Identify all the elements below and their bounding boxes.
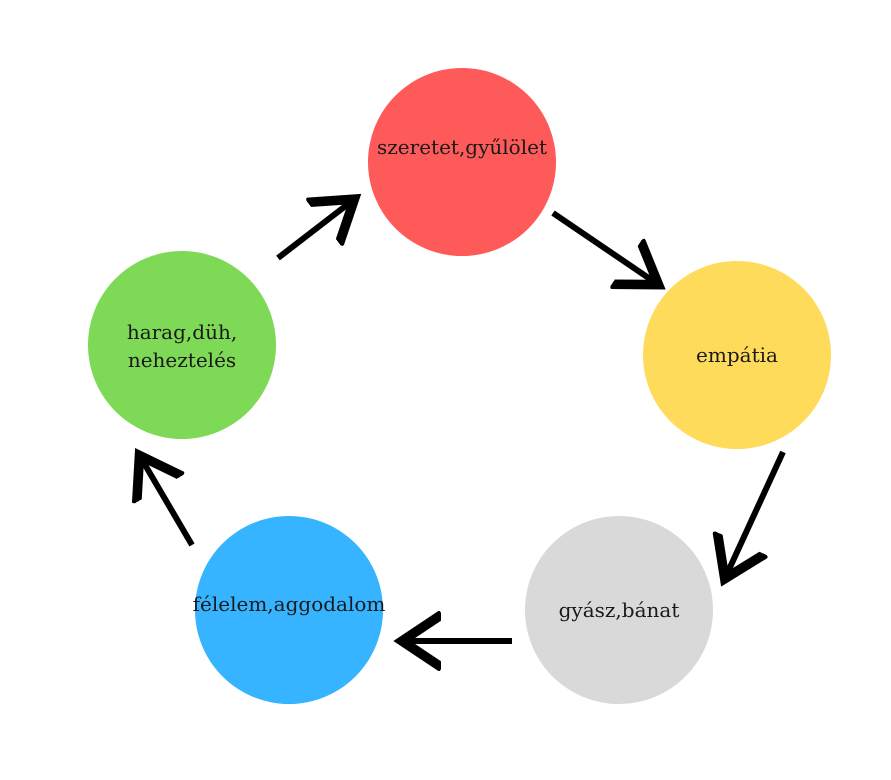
node-empathy: empátia bbox=[643, 261, 831, 449]
node-grief-sorrow: gyász,bánat bbox=[525, 516, 713, 704]
arrow-bottom-left-to-left bbox=[141, 458, 195, 547]
node-label: harag,düh, neheztelés bbox=[126, 320, 238, 372]
node-label: gyász,bánat bbox=[558, 598, 680, 622]
arrow-left-to-top bbox=[276, 201, 352, 261]
node-anger-resentment: harag,düh, neheztelés bbox=[88, 251, 276, 439]
node-fear-worry: félelem,aggodalom bbox=[192, 516, 386, 704]
arrow-top-to-right bbox=[551, 210, 656, 283]
arrow-right-to-bottom-right bbox=[726, 450, 786, 576]
node-love-hate: szeretet,gyűlölet bbox=[368, 68, 556, 256]
node-label: empátia bbox=[696, 343, 778, 367]
node-label: félelem,aggodalom bbox=[192, 592, 386, 616]
node-label: szeretet,gyűlölet bbox=[377, 135, 547, 159]
